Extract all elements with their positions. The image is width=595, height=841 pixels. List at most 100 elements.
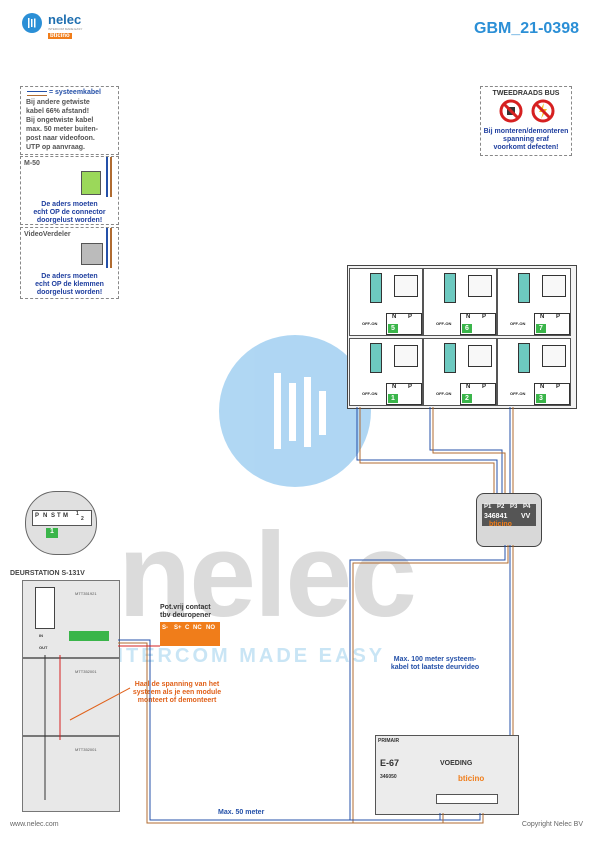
bticino-logo: bticino <box>48 33 72 39</box>
col-label-n: N <box>392 314 397 320</box>
col-label-p: P <box>408 384 413 390</box>
distributor-port: P1 <box>484 504 492 510</box>
contact-terminal: C <box>185 625 190 631</box>
screen-icon <box>394 275 418 297</box>
legend-line: Bij ongetwiste kabel <box>26 117 94 124</box>
contact-terminal: S- <box>162 625 168 631</box>
dip-label: S <box>51 513 56 519</box>
dip-switch-panel <box>32 510 92 526</box>
screen-icon <box>468 345 492 367</box>
label-out: OUT <box>39 645 48 650</box>
videoverdeler-icon <box>81 243 103 265</box>
col-label-p: P <box>408 314 413 320</box>
terminal-block <box>69 631 109 641</box>
footer-copyright: Copyright Nelec BV <box>521 821 583 828</box>
note-spanning: Haal de spanning van het systeem als je … <box>122 681 232 705</box>
dip-label: N <box>43 513 48 519</box>
door-station-title: DEURSTATION S-131V <box>10 570 85 577</box>
contact-terminal: NO <box>206 625 215 631</box>
legend-line: UTP op aanvraag. <box>26 144 86 151</box>
power-supply: PRIMAIR E-67 VOEDING 346050 bticino <box>375 735 519 815</box>
footer-website[interactable]: www.nelec.com <box>10 821 59 828</box>
note-spanning-line: monteert of demonteert <box>137 697 217 704</box>
brand-name: nelec <box>48 12 82 27</box>
col-label-n: N <box>540 314 545 320</box>
m50-box: M-50 De aders moeten echt OP de connecto… <box>20 156 119 225</box>
legend-line: Bij andere getwiste <box>26 99 90 106</box>
dip-label: T <box>57 513 61 519</box>
screen-icon <box>542 275 566 297</box>
switch-label: OFF-ON <box>510 391 526 396</box>
module-code: MTT352001 <box>75 747 97 752</box>
dip-label: 1 <box>76 511 79 517</box>
tweedraads-note: Bij monteren/demonteren <box>483 128 569 135</box>
module-code: MTT352001 <box>75 669 97 674</box>
col-label-n: N <box>466 314 471 320</box>
no-plug-icon <box>499 99 523 123</box>
wire-icon <box>106 157 108 197</box>
monitor-address: 3 <box>536 394 546 403</box>
note-max100-line: Max. 100 meter systeem- <box>393 656 477 663</box>
m50-connector-icon <box>81 171 101 195</box>
col-label-n: N <box>540 384 545 390</box>
videoverdeler-note: doorgelust worden! <box>36 289 103 296</box>
screen-icon <box>394 345 418 367</box>
np-table <box>460 383 496 405</box>
screen-icon <box>542 345 566 367</box>
legend-line: post naar videofoon. <box>26 135 95 142</box>
note-max100-line: kabel tot laatste deurvideo <box>390 664 480 671</box>
np-table <box>534 313 570 335</box>
switch-label: OFF-ON <box>362 391 378 396</box>
contact-title: Pot.vrij contact tbv deuropener <box>160 604 230 620</box>
door-station-module-bottom: MTT352001 <box>22 736 120 812</box>
tweedraads-note: spanning eraf <box>503 136 549 143</box>
note-max50: Max. 50 meter <box>218 809 265 816</box>
switch-label: OFF-ON <box>436 321 452 326</box>
m50-note: echt OP de connector <box>33 209 106 216</box>
videoverdeler-note: echt OP de klemmen <box>35 281 104 288</box>
monitor-address: 6 <box>462 324 472 333</box>
camera-module-icon <box>35 587 55 629</box>
connector-icon <box>444 343 456 373</box>
distributor-code: 346841 <box>484 513 508 520</box>
power-model: E-67 <box>380 758 400 768</box>
monitor-address: 5 <box>388 324 398 333</box>
wire-icon <box>106 228 108 268</box>
videoverdeler-box: VideoVerdeler De aders moeten echt OP de… <box>20 227 119 299</box>
switch-label: OFF-ON <box>436 391 452 396</box>
legend-line: kabel 66% afstand! <box>26 108 90 115</box>
connector-icon <box>370 343 382 373</box>
brand-tagline: INTERCOM MADE EASY <box>48 27 83 31</box>
col-label-p: P <box>482 314 487 320</box>
label-in: IN <box>39 633 43 638</box>
tweedraads-note: voorkomt defecten! <box>493 144 559 151</box>
col-label-p: P <box>482 384 487 390</box>
distributor-brand: bticino <box>489 521 512 528</box>
buttons-callout: P N S T M 1 2 1 <box>25 491 97 555</box>
np-table <box>534 383 570 405</box>
module-code: MTT351921 <box>75 591 97 596</box>
dip-label: 2 <box>81 516 84 522</box>
door-opener-contact: S- S+ C NC NO <box>160 622 220 646</box>
np-table <box>460 313 496 335</box>
watermark-text: nelec <box>118 508 417 642</box>
dip-label: M <box>63 513 68 519</box>
distributor-port: P3 <box>510 504 518 510</box>
no-power-icon <box>531 99 555 123</box>
watermark-subtext: INTERCOM MADE EASY <box>100 645 386 667</box>
screen-icon <box>468 275 492 297</box>
note-max100: Max. 100 meter systeem- kabel tot laatst… <box>365 656 505 672</box>
col-label-p: P <box>556 314 561 320</box>
col-label-p: P <box>556 384 561 390</box>
contact-terminal: S+ <box>174 625 182 631</box>
col-label-n: N <box>392 384 397 390</box>
wire-icon <box>110 157 112 197</box>
videoverdeler-note: De aders moeten <box>41 273 98 280</box>
page-title: GBM_21-0398 <box>474 20 579 37</box>
connector-icon <box>518 273 530 303</box>
video-distributor: P1 P2 P3 P4 346841 VV bticino <box>476 493 542 547</box>
